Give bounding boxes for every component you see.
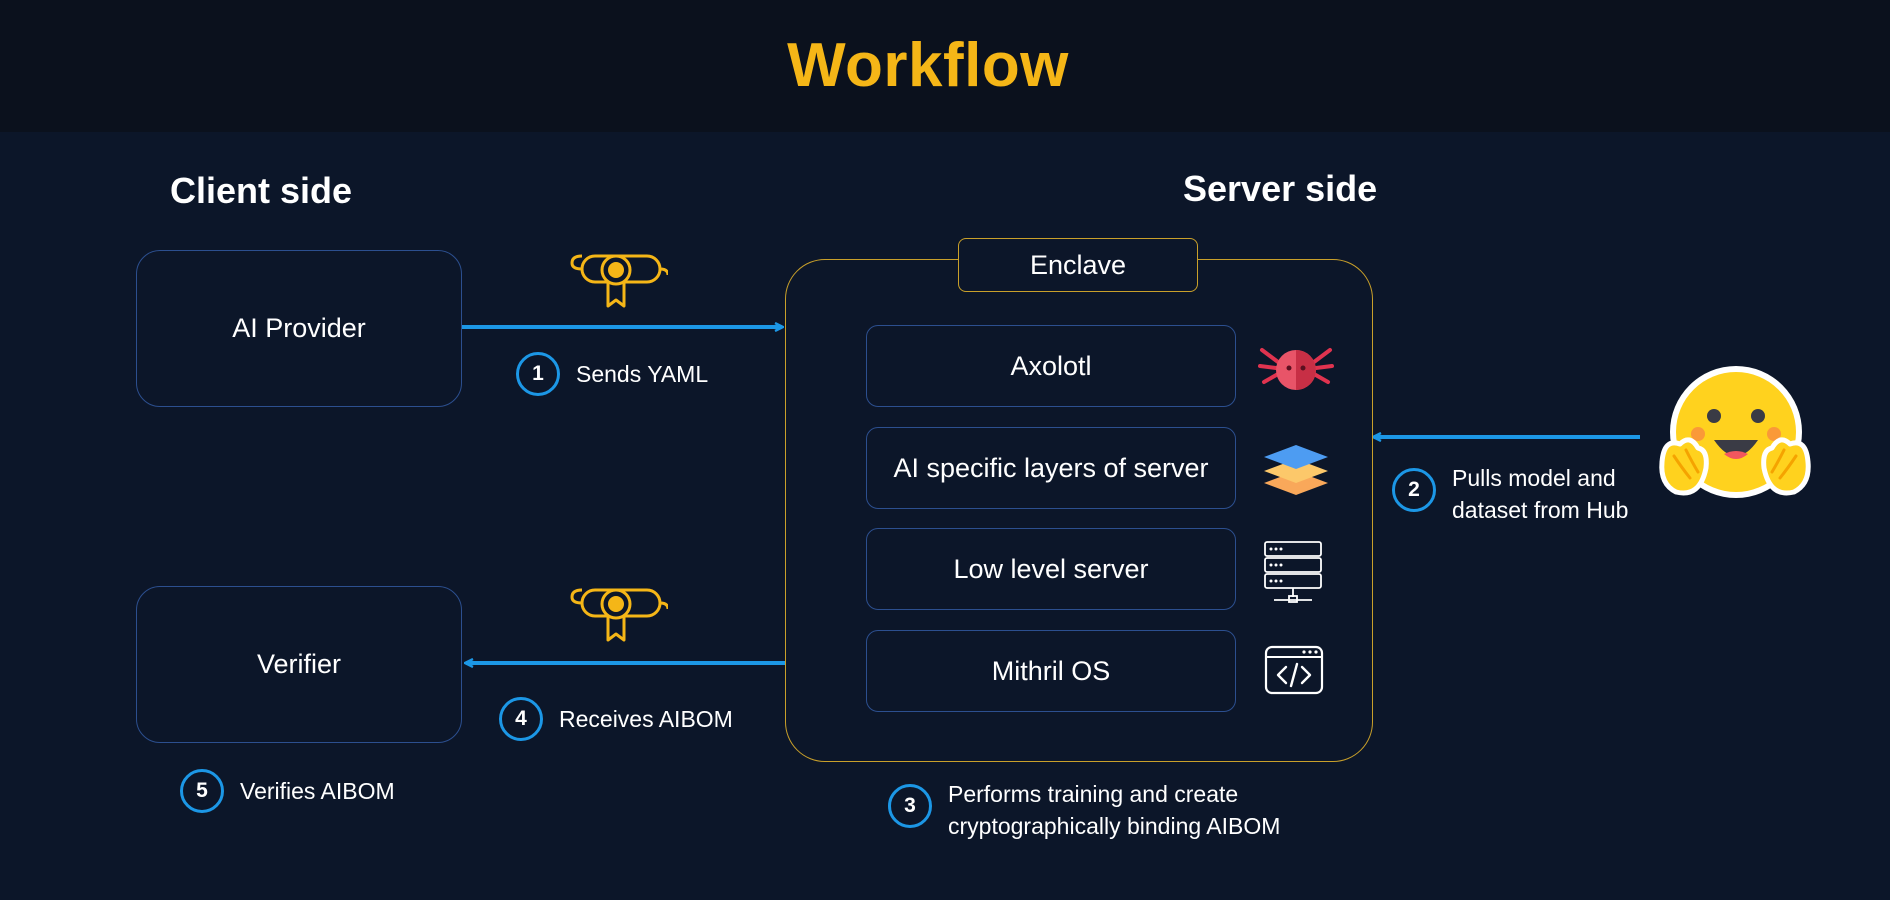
- ai-provider-box: AI Provider: [136, 250, 462, 407]
- step-number-badge: 1: [516, 352, 560, 396]
- header-bar: [0, 0, 1890, 132]
- server-rack-icon: [1264, 541, 1322, 603]
- step-5: 5 Verifies AIBOM: [180, 769, 395, 813]
- page-title: Workflow: [787, 31, 1069, 100]
- enclave-label: Enclave: [958, 238, 1198, 292]
- layer-axolotl: Axolotl: [866, 325, 1236, 407]
- step-2-text: Pulls model and dataset from Hub: [1452, 462, 1628, 526]
- step-3-line-1: Performs training and create: [948, 781, 1239, 807]
- step-5-text: Verifies AIBOM: [240, 778, 395, 804]
- step-3-text: Performs training and create cryptograph…: [948, 778, 1280, 842]
- step-2: 2 Pulls model and dataset from Hub: [1392, 465, 1628, 526]
- step-1-text: Sends YAML: [576, 361, 709, 387]
- step-2-line-1: Pulls model and: [1452, 465, 1616, 491]
- step-number-badge: 3: [888, 784, 932, 828]
- layer-ai-specific: AI specific layers of server: [866, 427, 1236, 509]
- verifier-label: Verifier: [256, 649, 342, 679]
- step-number-badge: 5: [180, 769, 224, 813]
- step-2-line-2: dataset from Hub: [1452, 497, 1629, 523]
- server-side-title: Server side: [1183, 168, 1378, 209]
- axolotl-icon: [1258, 348, 1334, 390]
- step-3-line-2: cryptographically binding AIBOM: [948, 813, 1281, 839]
- client-side-title: Client side: [170, 170, 353, 211]
- certificate-scroll-icon: [570, 254, 668, 308]
- ai-provider-label: AI Provider: [232, 313, 366, 343]
- step-number-badge: 4: [499, 697, 543, 741]
- step-4: 4 Receives AIBOM: [499, 697, 733, 741]
- step-1: 1 Sends YAML: [516, 352, 708, 396]
- step-3: 3 Performs training and create cryptogra…: [888, 781, 1280, 842]
- hugging-face-emoji-icon: [1659, 366, 1811, 498]
- certificate-scroll-icon: [570, 588, 668, 642]
- stacked-layers-icon: [1264, 445, 1328, 495]
- step-number-badge: 2: [1392, 468, 1436, 512]
- layer-mithril-os: Mithril OS: [866, 630, 1236, 712]
- step-4-text: Receives AIBOM: [559, 706, 733, 732]
- verifier-box: Verifier: [136, 586, 462, 743]
- code-window-icon: [1264, 645, 1324, 695]
- layer-low-level-server: Low level server: [866, 528, 1236, 610]
